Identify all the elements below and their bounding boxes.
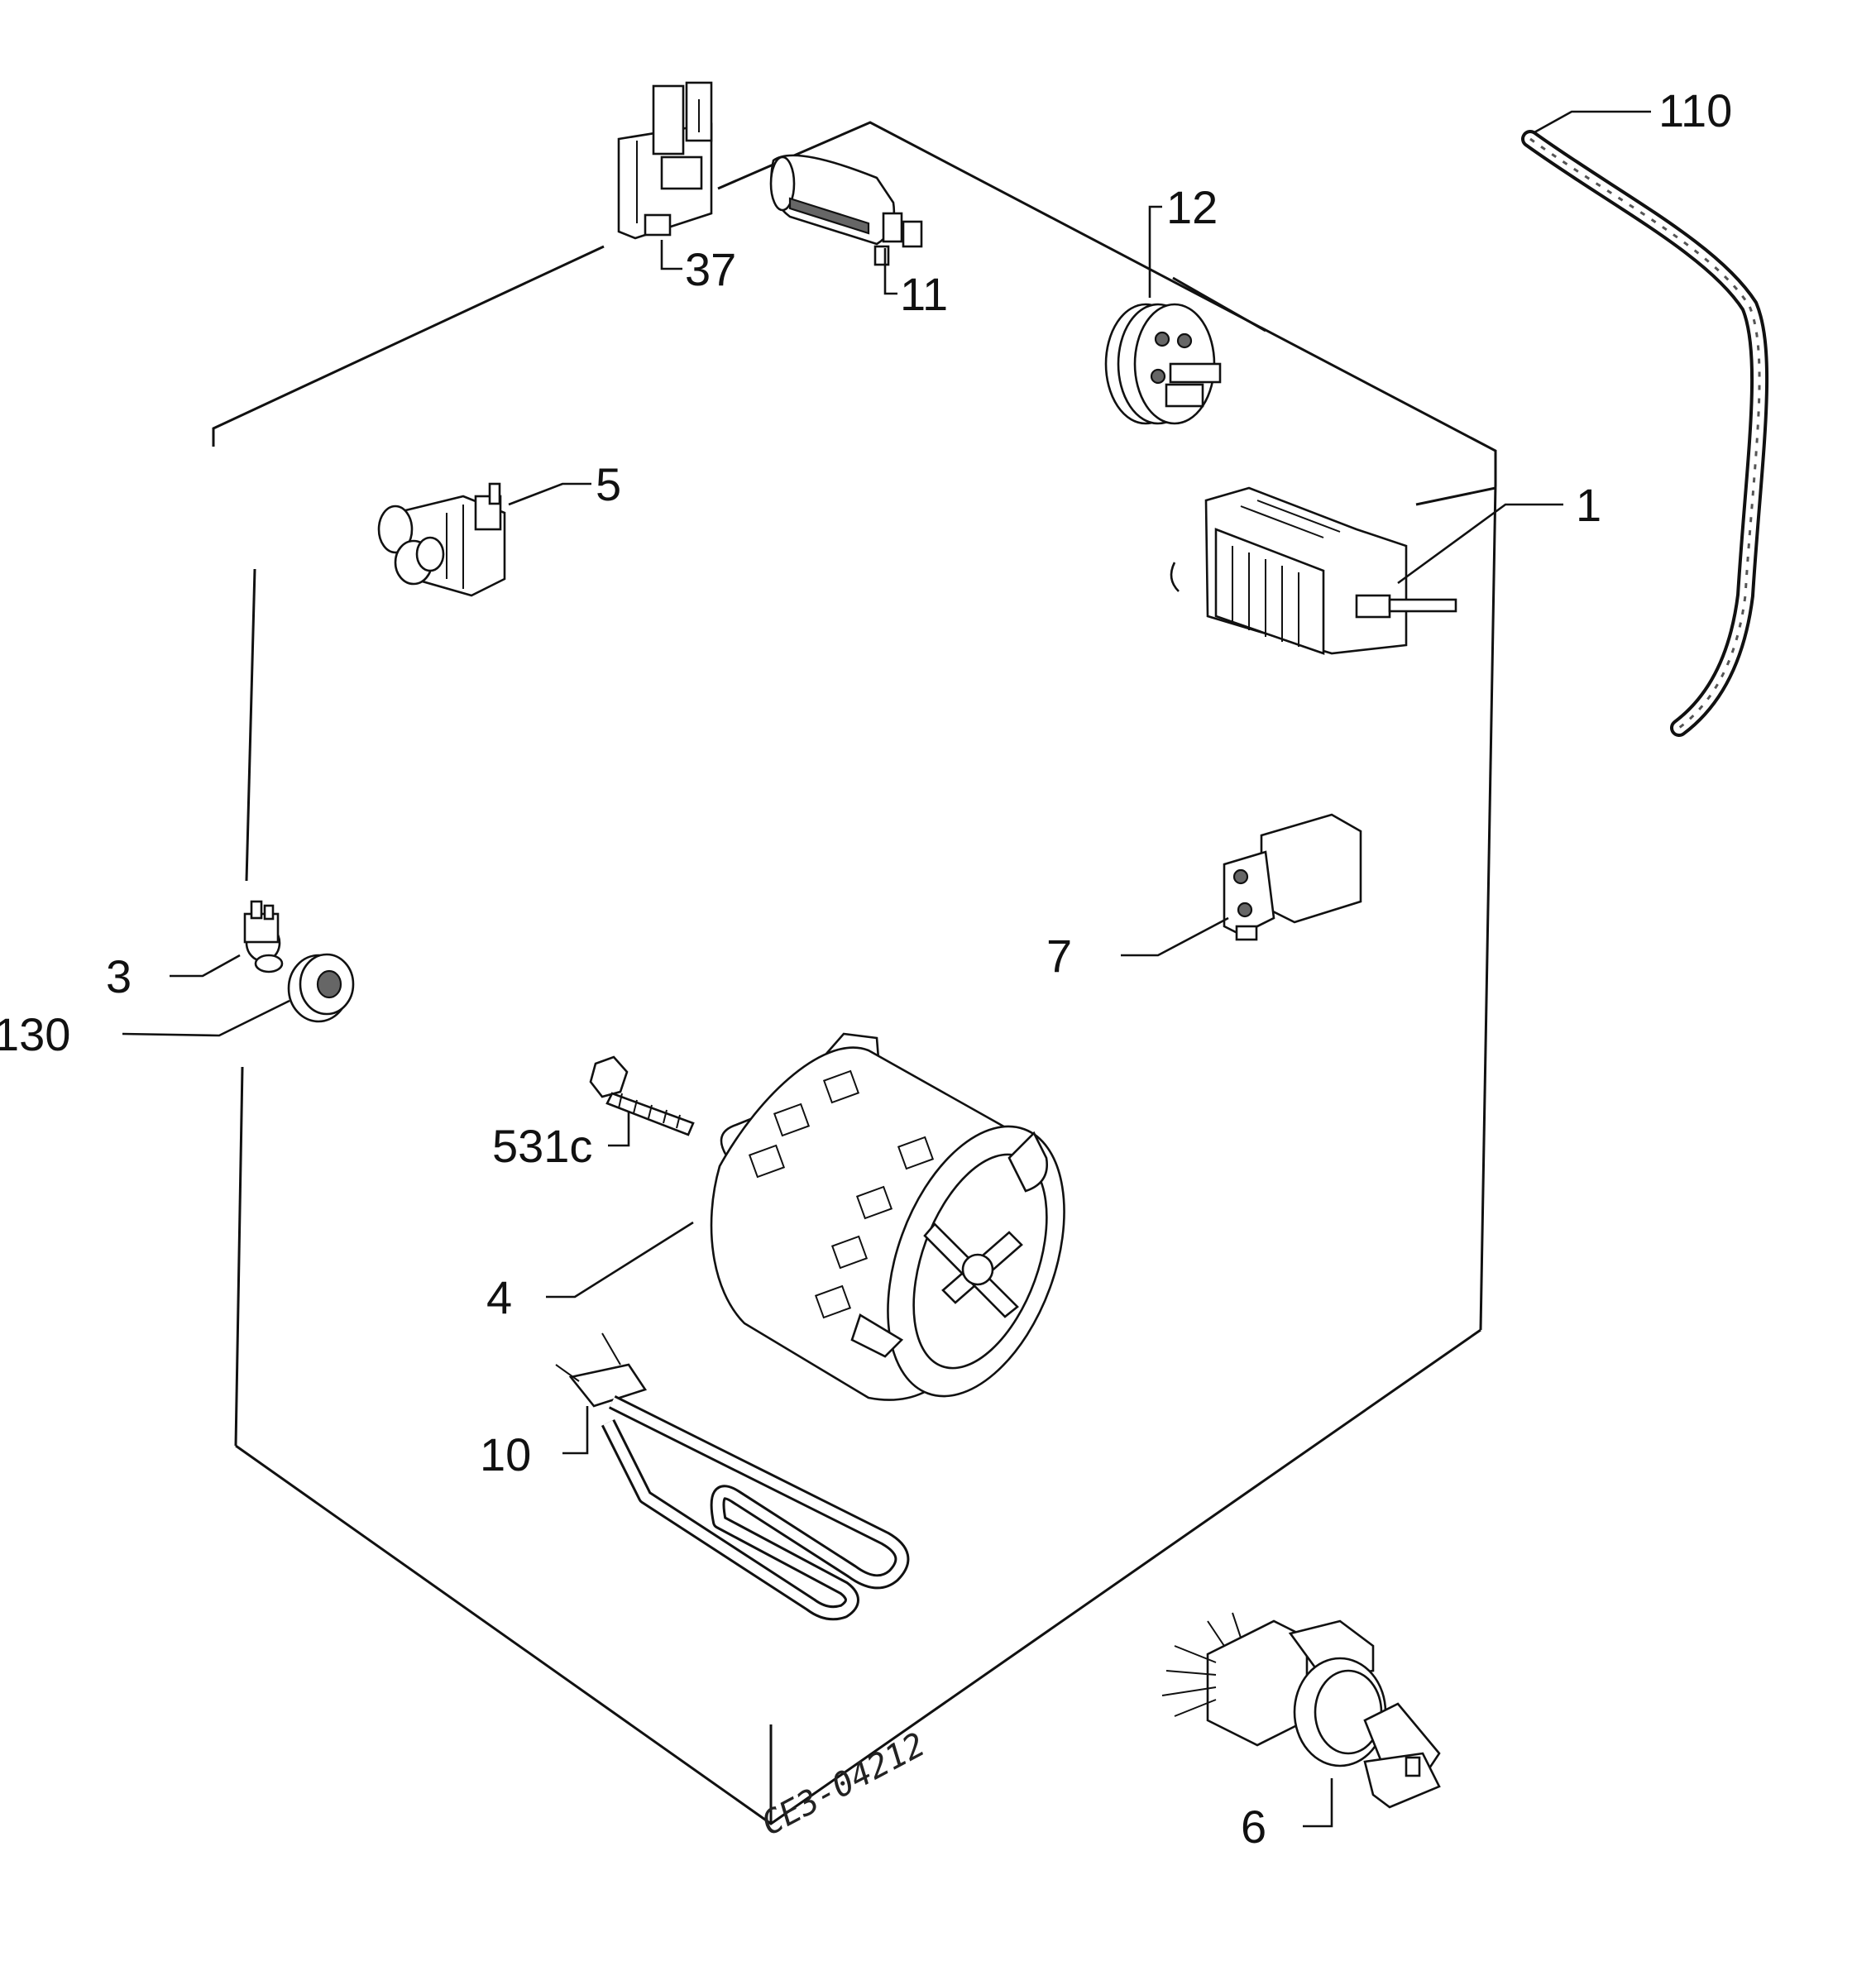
part-5-inlet-valve	[377, 482, 506, 597]
label-110: 110	[1658, 84, 1732, 136]
label-1: 1	[1576, 479, 1601, 531]
label-37: 37	[685, 243, 736, 295]
part-11-capacitor	[769, 154, 923, 266]
label-11: 11	[900, 268, 948, 320]
part-12-pressure-switch	[1104, 303, 1222, 425]
part-labels: 110 12 11 37 5 1 7 3 130 531c 4 10 6	[0, 84, 1732, 1853]
part-10-heater	[555, 1332, 910, 1621]
part-130-grommet	[287, 953, 355, 1023]
drawing-code: CE3-04212	[755, 1725, 931, 1843]
label-10: 10	[480, 1428, 531, 1480]
part-37-suppressor	[617, 81, 713, 240]
part-4-motor	[710, 1032, 1065, 1401]
part-110-hose	[1521, 130, 1769, 737]
part-531c-screw	[589, 1055, 695, 1136]
part-7-door-interlock	[1223, 813, 1362, 941]
part-3-thermostat	[243, 900, 284, 973]
label-5: 5	[596, 458, 621, 510]
label-6: 6	[1241, 1801, 1266, 1853]
label-7: 7	[1046, 930, 1072, 982]
leader-lines	[122, 110, 1651, 1828]
part-1-timer	[1170, 486, 1457, 655]
label-130: 130	[0, 1008, 70, 1060]
label-4: 4	[486, 1271, 512, 1323]
label-12: 12	[1166, 181, 1218, 233]
label-3: 3	[106, 950, 132, 1002]
part-6-drain-pump	[1161, 1612, 1441, 1809]
label-531c: 531c	[492, 1120, 592, 1172]
